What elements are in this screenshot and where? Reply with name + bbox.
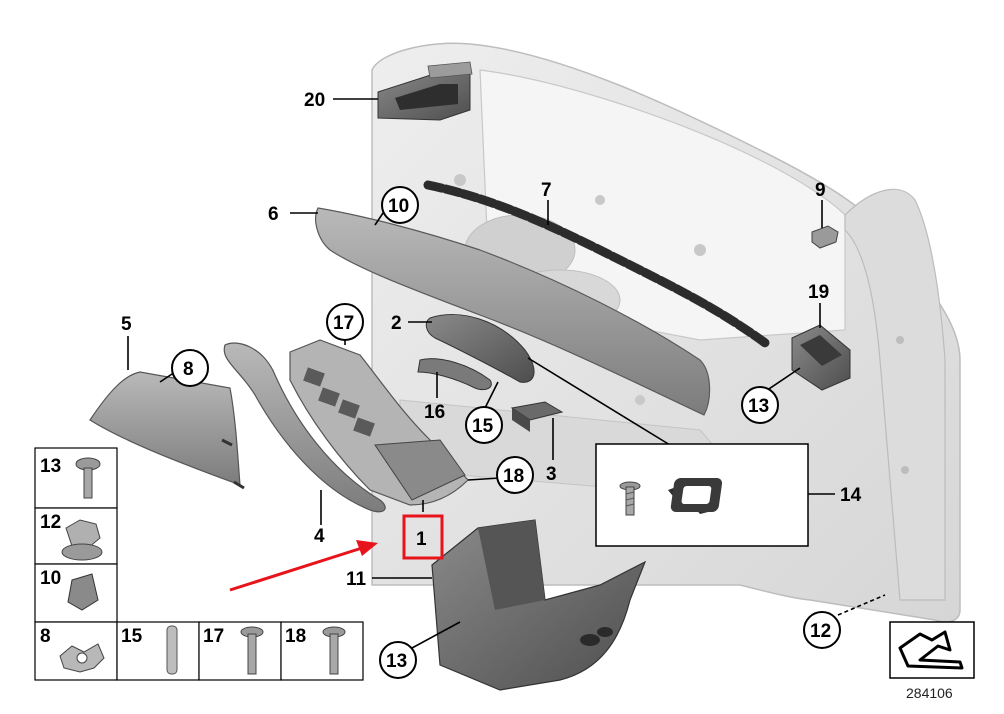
callout-8: 8 [183, 359, 194, 380]
callout-numbers: 20 6 10 7 9 19 5 8 17 2 16 15 3 18 13 4 … [121, 90, 862, 672]
clip-icon [67, 573, 99, 611]
callout-4: 4 [314, 526, 325, 547]
part-4-handle-trim [223, 342, 386, 513]
part-5-cover [89, 371, 245, 490]
pin-icon [166, 625, 178, 675]
fastener-legend: 13 12 10 8 15 17 18 [34, 447, 364, 681]
callout-13-b: 13 [386, 651, 407, 672]
legend-label-13: 13 [40, 456, 61, 477]
nut-icon [61, 519, 103, 561]
part-7-trim-strip [423, 180, 773, 350]
part-6-decor-trim [315, 207, 711, 416]
part-16-cover [417, 358, 492, 391]
spring-nut-icon [59, 643, 105, 673]
legend-label-18: 18 [285, 626, 306, 647]
highlight-box [402, 514, 444, 560]
part-19-bracket [791, 324, 851, 391]
callout-7: 7 [541, 180, 552, 201]
callout-5: 5 [121, 314, 132, 335]
legend-label-17: 17 [203, 626, 224, 647]
callout-12: 12 [810, 621, 831, 642]
callout-15: 15 [472, 416, 494, 437]
part-9-clip [811, 225, 839, 249]
part-3-switch [510, 401, 564, 432]
part-11-storage-tray [431, 519, 647, 691]
callout-14: 14 [840, 485, 862, 506]
circled-callouts [171, 186, 841, 679]
legend-label-10: 10 [40, 568, 61, 589]
callout-2: 2 [391, 313, 402, 334]
callout-18: 18 [503, 466, 524, 487]
screw-icon [75, 457, 101, 499]
callout-13-a: 13 [748, 396, 769, 417]
diagram-number: 284106 [906, 685, 953, 701]
grommet-icon [670, 478, 723, 512]
callout-10: 10 [388, 196, 409, 217]
part-17-switch-panel [289, 339, 469, 506]
callout-20: 20 [304, 90, 325, 111]
orientation-symbol: 284106 [889, 621, 975, 701]
part-20-bracket [377, 61, 473, 121]
callout-9: 9 [815, 180, 826, 201]
callout-1: 1 [416, 529, 427, 550]
screw-icon [240, 626, 264, 675]
pointer-arrow [229, 540, 378, 592]
callout-16: 16 [424, 402, 445, 423]
screw-icon [322, 626, 346, 675]
callout-3: 3 [546, 464, 557, 485]
callout-11: 11 [346, 569, 367, 590]
callout-17: 17 [333, 313, 354, 334]
legend-label-12: 12 [40, 512, 61, 533]
legend-label-15: 15 [121, 626, 143, 647]
part-2-handle [425, 314, 535, 383]
callout-6: 6 [268, 204, 279, 225]
legend-label-8: 8 [40, 626, 51, 647]
screw-icon [619, 481, 641, 516]
part-14-box [595, 443, 809, 547]
leader-lines [127, 98, 886, 649]
callout-19: 19 [808, 282, 829, 303]
